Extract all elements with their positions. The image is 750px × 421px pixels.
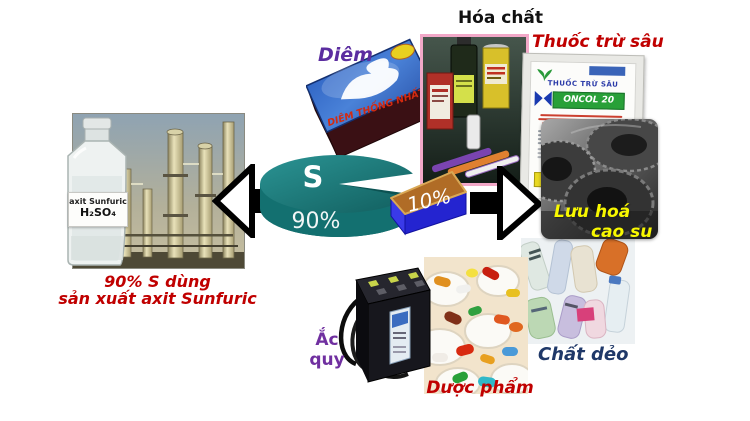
- pie-major-label: 90%: [292, 209, 341, 234]
- label-rubber-line2-text: cao su: [591, 222, 653, 242]
- pie-chart: S 90%: [260, 155, 418, 237]
- label-rubber-line1: Lưu hoá: [554, 202, 630, 222]
- sprout-icon: [537, 69, 553, 82]
- matchbox-photo: DIÊM THỐNG NHẤT: [305, 36, 448, 162]
- maker-strip: [589, 66, 626, 76]
- battery-illustration: [338, 267, 431, 383]
- label-battery-line1: Ắc: [315, 330, 339, 350]
- label-plastics: Chất dẻo: [538, 344, 629, 365]
- label-pesticide: Thuốc trừ sâu: [532, 32, 664, 52]
- caption-line2: sản xuất axit Sunfuric: [58, 289, 257, 308]
- matchbox-illustration: DIÊM THỐNG NHẤT: [305, 38, 443, 159]
- bottle-label: axit Sunfuric H₂SO₄: [68, 192, 128, 227]
- label-rubber-line2: cao su: [591, 222, 652, 242]
- chemicals-photo: [420, 34, 529, 186]
- plastics-illustration: [521, 238, 635, 344]
- right-arrow-icon: [470, 166, 542, 240]
- tires-illustration: [541, 119, 658, 239]
- label-chemicals: Hóa chất: [443, 8, 558, 28]
- label-plastics-text: Chất dẻo: [538, 344, 629, 365]
- tires-photo: [541, 119, 658, 239]
- label-matches: Diêm: [318, 44, 373, 66]
- pesticide-header: THUỐC TRỪ SÂU: [547, 79, 619, 89]
- label-battery: Ắc quy: [306, 330, 348, 370]
- label-pharma: Dược phẩm: [424, 378, 536, 398]
- label-rubber-line1-text: Lưu hoá: [554, 202, 631, 222]
- bottle-name: axit Sunfuric: [69, 197, 127, 206]
- pharma-photo: [424, 257, 528, 394]
- pills-illustration: [424, 257, 528, 394]
- pie-wedge-10: 10%: [390, 171, 467, 236]
- caption-90-percent: 90% S dùng sản xuất axit Sunfuric: [25, 273, 290, 307]
- label-pharma-text: Dược phẩm: [426, 378, 534, 398]
- caption-line1: 90% S dùng: [104, 272, 211, 291]
- label-battery-line2: quy: [309, 350, 345, 370]
- label-matches-text: Diêm: [318, 44, 373, 66]
- bottle-formula: H₂SO₄: [79, 206, 117, 219]
- plastics-photo: [521, 238, 635, 344]
- bowtie-logo-icon: [534, 91, 552, 107]
- pesticide-board: THUỐC TRỪ SÂU ONCOL 20: [519, 52, 645, 210]
- pesticide-label-sheet: THUỐC TRỪ SÂU ONCOL 20: [527, 60, 637, 202]
- label-chemicals-text: Hóa chất: [457, 8, 544, 28]
- pesticide-product: ONCOL 20: [552, 91, 625, 110]
- label-pesticide-text: Thuốc trừ sâu: [532, 32, 664, 52]
- pie-symbol: S: [303, 160, 324, 194]
- chemicals-illustration: [423, 37, 526, 183]
- battery-photo: [334, 260, 434, 388]
